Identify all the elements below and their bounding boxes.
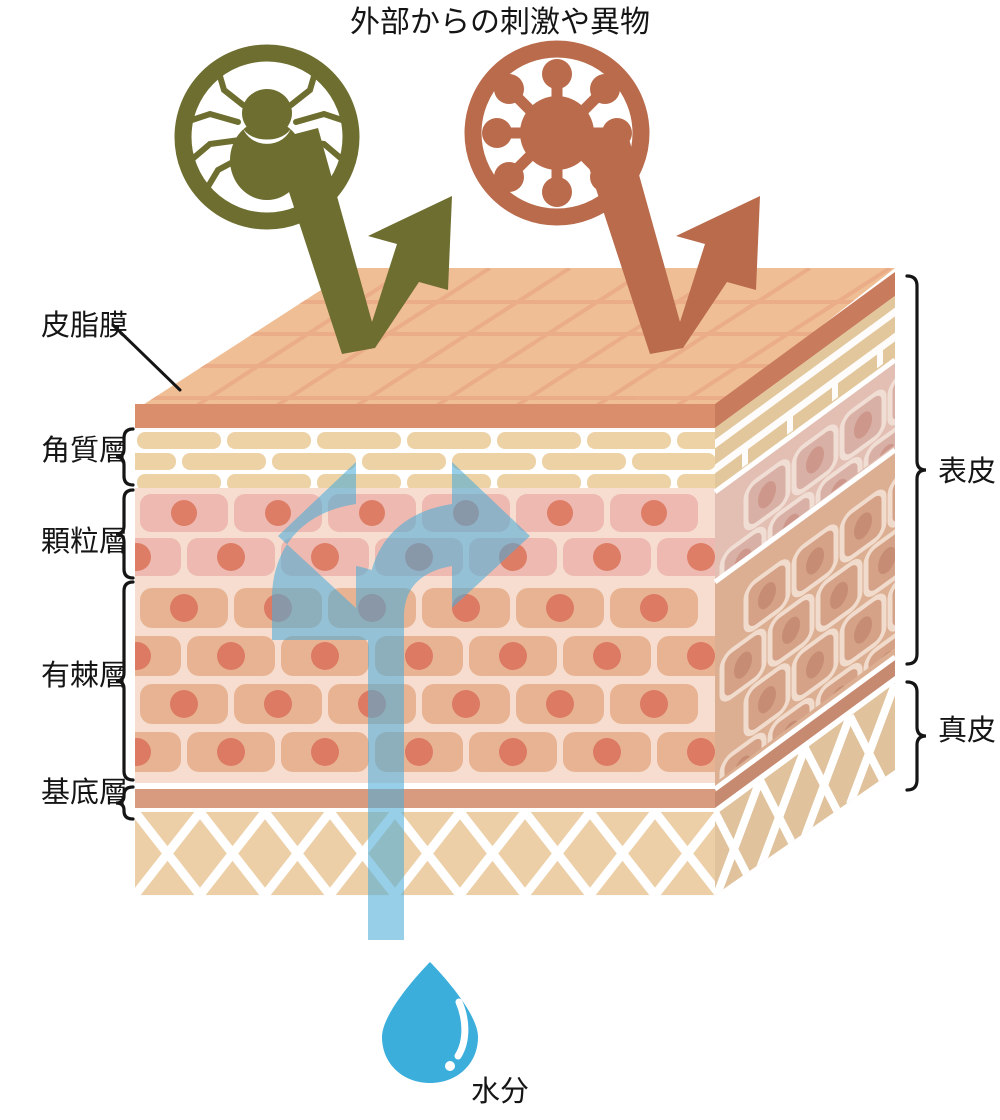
virus-glyph bbox=[482, 59, 632, 207]
label-basal-layer: 基底層 bbox=[40, 777, 128, 809]
water-drop-icon bbox=[382, 962, 478, 1083]
sebum-film-layer bbox=[135, 272, 895, 428]
label-dermis: 真皮 bbox=[938, 715, 997, 747]
brace-basal bbox=[115, 785, 135, 821]
label-water: 水分 bbox=[470, 1076, 529, 1108]
spinous-layer bbox=[135, 580, 715, 783]
label-epidermis: 表皮 bbox=[938, 456, 997, 488]
brace-corneum bbox=[115, 427, 135, 487]
moisture-retention-arrow bbox=[272, 462, 530, 940]
brace-epidermis bbox=[905, 274, 927, 666]
right-brackets bbox=[905, 274, 927, 792]
stratum-corneum-layer bbox=[135, 430, 715, 488]
page-title: 外部からの刺激や異物 bbox=[350, 6, 650, 39]
sebum-leader-line bbox=[111, 323, 182, 392]
brace-granular bbox=[115, 488, 135, 580]
label-spinous-layer: 有棘層 bbox=[40, 660, 128, 692]
mite-glyph bbox=[186, 63, 348, 200]
mite-bounce-arrow bbox=[272, 128, 452, 354]
skin-side-face bbox=[713, 296, 897, 895]
virus-magnifier-icon bbox=[464, 40, 650, 226]
brace-dermis bbox=[905, 680, 927, 792]
basal-layer bbox=[135, 657, 895, 808]
mite-magnifier-icon bbox=[174, 44, 360, 230]
label-granular-layer: 顆粒層 bbox=[40, 526, 128, 558]
label-stratum-corneum: 角質層 bbox=[40, 435, 128, 467]
dermis-layer bbox=[135, 808, 715, 896]
brace-spinous bbox=[115, 580, 135, 782]
label-sebum-film: 皮脂膜 bbox=[40, 310, 128, 342]
left-brackets bbox=[111, 323, 182, 821]
